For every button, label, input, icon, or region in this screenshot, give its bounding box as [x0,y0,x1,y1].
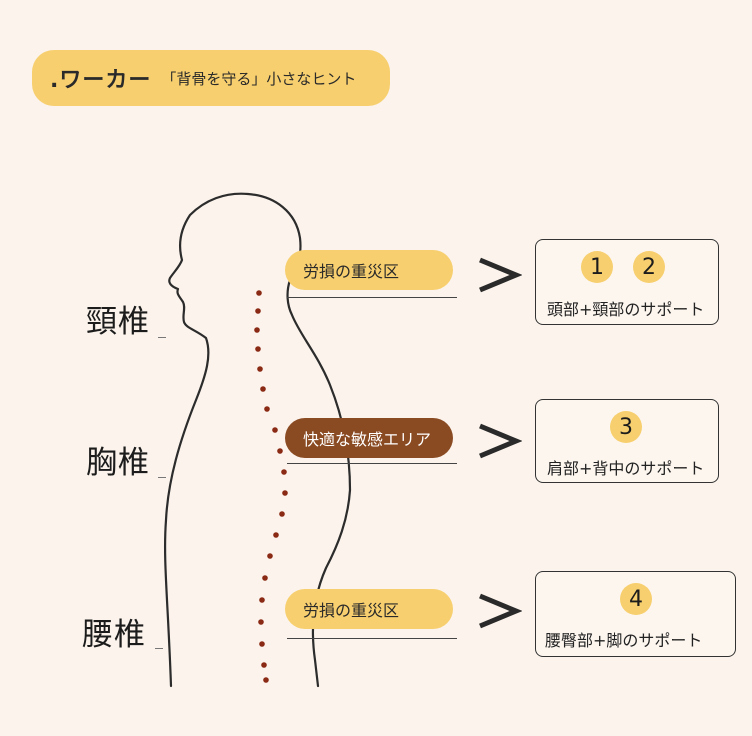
chevron-right-icon [479,423,522,459]
tag-comfort-zone-thoracic: 快適な敏感エリア [285,418,453,458]
chevron-right-icon [479,257,522,293]
support-card-waist-legs: 4 腰臀部+脚のサポート [535,571,736,657]
tag-strain-zone-lumbar: 労損の重災区 [285,589,453,629]
support-text: 頭部+頸部のサポート [547,300,705,319]
header-subtitle: 「背骨を守る」小さなヒント [161,69,357,88]
number-badge: 4 [620,583,652,615]
support-text: 腰臀部+脚のサポート [545,631,703,650]
number-badge: 3 [610,411,642,443]
support-card-shoulder-back: 3 肩部+背中のサポート [535,399,719,483]
support-card-head-neck: 1 2 頭部+頸部のサポート [535,239,719,325]
vertebra-label-thoracic: 胸椎 [86,445,150,481]
number-badge: 2 [633,251,665,283]
tag-underline [287,297,457,298]
spine-dots [254,290,288,683]
vertebra-underline [158,477,166,478]
support-text: 肩部+背中のサポート [547,459,705,478]
vertebra-label-cervical: 頸椎 [86,304,150,340]
tag-underline [287,638,457,639]
vertebra-underline [155,648,163,649]
tag-strain-zone-neck: 労損の重災区 [285,250,453,290]
number-badge: 1 [581,251,613,283]
tag-underline [287,463,457,464]
chevron-right-icon [479,593,522,629]
header-pill: .ワーカー 「背骨を守る」小さなヒント [32,50,390,106]
brand-name: .ワーカー [50,68,152,93]
vertebra-underline [158,337,166,338]
vertebra-label-lumbar: 腰椎 [82,617,146,653]
